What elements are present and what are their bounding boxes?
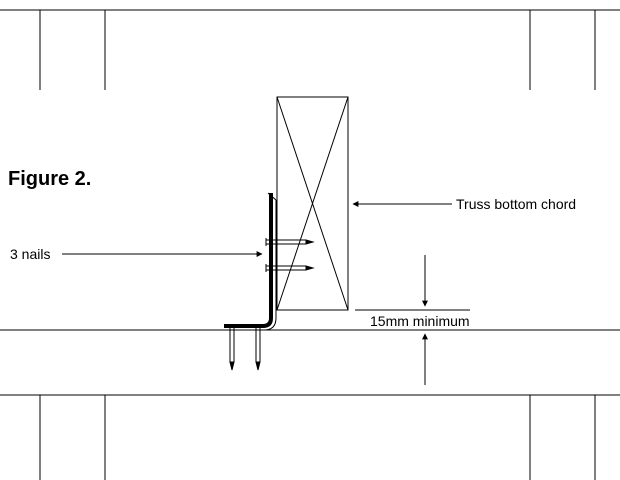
vertical-nails	[228, 325, 262, 371]
nail-3	[228, 325, 236, 371]
top-framing	[0, 9, 620, 90]
figure-title: Figure 2.	[8, 168, 91, 190]
bracket-plate	[224, 193, 273, 328]
truss-label: Truss bottom chord	[456, 196, 576, 212]
wall-top-plate	[0, 329, 620, 396]
nail-4	[254, 325, 262, 371]
truss-bottom-chord	[276, 96, 349, 311]
horizontal-nails	[265, 238, 315, 272]
gap-dimension	[355, 255, 470, 385]
truss-cross-b	[276, 96, 349, 311]
bottom-framing	[39, 395, 596, 480]
nail-2	[265, 264, 315, 272]
bracket-top-lip	[267, 192, 277, 201]
nail-1	[265, 238, 315, 246]
nails-label: 3 nails	[10, 246, 50, 262]
bracket	[224, 192, 277, 331]
truss-section	[276, 96, 349, 311]
gap-label: 15mm minimum	[370, 313, 470, 329]
bracket-inner-line	[224, 200, 277, 331]
